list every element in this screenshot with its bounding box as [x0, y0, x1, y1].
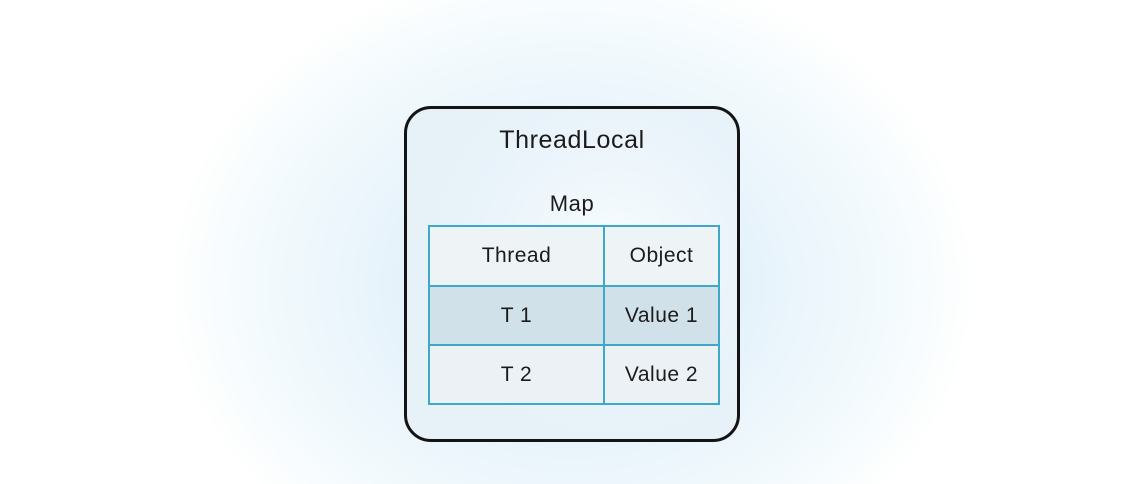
- cell-thread-t1: T 1: [428, 285, 605, 346]
- cell-object-value2: Value 2: [603, 344, 720, 405]
- map-table-header-row: Thread Object: [428, 225, 720, 287]
- threadlocal-title: ThreadLocal: [499, 126, 645, 154]
- table-row-t1: T 1 Value 1: [428, 285, 720, 346]
- map-label: Map: [549, 191, 595, 216]
- cell-object-value1: Value 1: [603, 285, 720, 346]
- table-row-t2: T 2 Value 2: [428, 344, 720, 405]
- map-table: Thread Object T 1 Value 1 T 2 Value 2: [428, 225, 720, 405]
- cell-thread-t2: T 2: [428, 344, 605, 405]
- column-header-thread: Thread: [428, 225, 605, 287]
- threadlocal-box: ThreadLocal Map Thread Object T 1 Value …: [404, 106, 740, 442]
- column-header-object: Object: [603, 225, 720, 287]
